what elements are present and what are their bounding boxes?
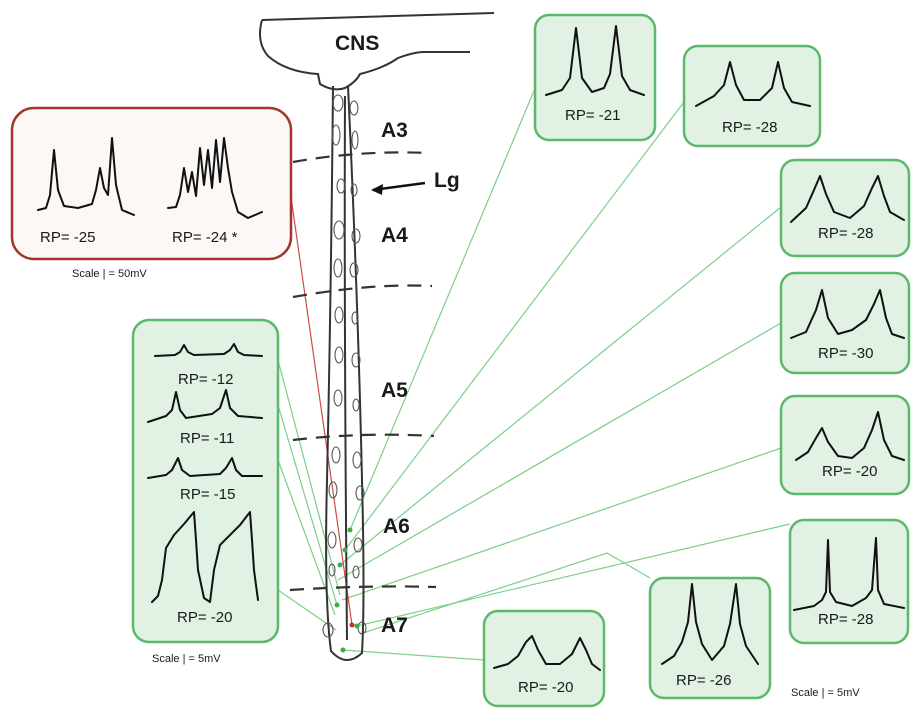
right-rp-label-8: RP= -20 [518, 679, 573, 696]
right-rp-label-4: RP= -30 [818, 345, 873, 362]
right-panel-1: RP= -21 [535, 15, 655, 140]
right-panel-5: RP= -20 [781, 396, 909, 494]
ventral-nerve-cord [260, 13, 494, 660]
segment-label-a5: A5 [381, 379, 408, 402]
left-recording-panel: RP= -12 RP= -11 RP= -15 RP= -20 [133, 320, 278, 642]
right-rp-label-6: RP= -28 [818, 611, 873, 628]
right-panel-3: RP= -28 [781, 160, 909, 256]
lg-label: Lg [434, 169, 460, 192]
right-panel-4: RP= -30 [781, 273, 909, 373]
segment-label-a7: A7 [381, 614, 408, 637]
left-rp-label-2: RP= -11 [180, 430, 234, 447]
connector-lines [278, 86, 790, 660]
right-panel-7: RP= -26 [650, 578, 770, 698]
left-rp-label-3: RP= -15 [180, 486, 235, 503]
red-rp-label-1: RP= -25 [40, 229, 95, 246]
left-rp-label-4: RP= -20 [177, 609, 232, 626]
right-rp-label-1: RP= -21 [565, 107, 620, 124]
left-scale-label: Scale | = 5mV [152, 653, 221, 665]
right-rp-label-2: RP= -28 [722, 119, 777, 136]
segment-label-a3: A3 [381, 119, 408, 142]
red-recording-panel: RP= -25 RP= -24 * [12, 108, 291, 259]
cns-label: CNS [335, 32, 379, 55]
right-panel-2: RP= -28 [684, 46, 820, 146]
red-rp-label-2: RP= -24 * [172, 229, 238, 246]
right-rp-label-7: RP= -26 [676, 672, 731, 689]
right-panel-6: RP= -28 [790, 520, 908, 643]
left-rp-label-1: RP= -12 [178, 371, 233, 388]
segment-label-a6: A6 [383, 515, 410, 538]
right-rp-label-5: RP= -20 [822, 463, 877, 480]
right-rp-label-3: RP= -28 [818, 225, 873, 242]
right-panel-8: RP= -20 [484, 611, 604, 706]
red-scale-label: Scale | = 50mV [72, 268, 147, 280]
right-scale-label: Scale | = 5mV [791, 687, 860, 699]
segment-label-a4: A4 [381, 224, 408, 247]
